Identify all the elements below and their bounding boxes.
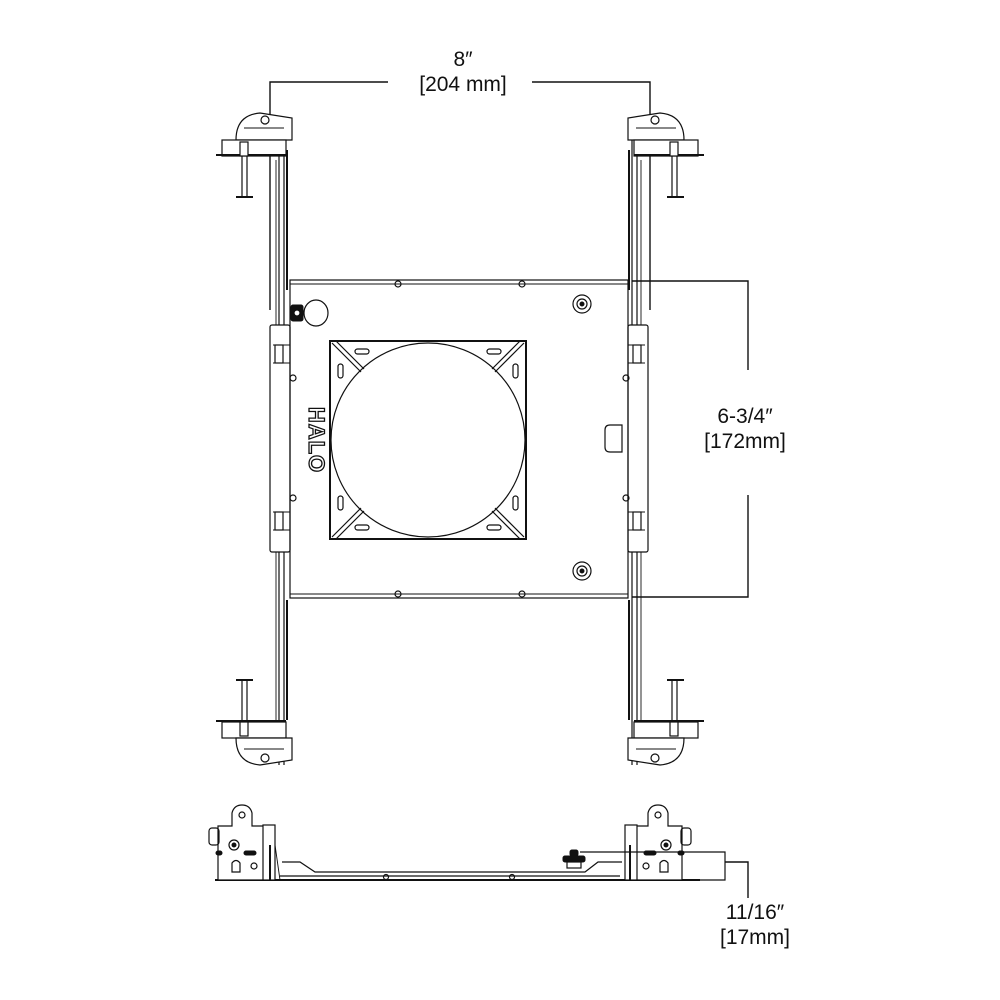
depth-dimension-label: 11/16″ [17mm] [690,900,820,950]
right-hanger-rail [627,118,649,765]
aperture [329,340,527,540]
depth-imperial: 11/16″ [725,901,785,924]
height-dimension-lines [632,280,749,598]
bracket-bottom-right [627,679,704,766]
side-view [208,804,726,881]
halo-logo: HALO [304,406,330,474]
bracket-top-left [216,112,293,198]
mounting-plate [289,279,630,599]
width-metric: [204 mm] [419,73,507,96]
bracket-bottom-left [216,679,293,766]
width-dimension-lines [269,81,651,310]
width-dimension-label: 8″ [204 mm] [388,47,538,97]
height-imperial: 6-3/4″ [717,405,773,428]
svg-text:HALO: HALO [304,407,329,473]
height-dimension-label: 6-3/4″ [172mm] [680,404,810,454]
bracket-top-right [627,112,704,198]
depth-metric: [17mm] [719,926,790,949]
depth-dimension-lines [725,861,749,898]
left-hanger-rail [269,118,291,765]
height-metric: [172mm] [704,430,786,453]
width-imperial: 8″ [453,48,473,71]
